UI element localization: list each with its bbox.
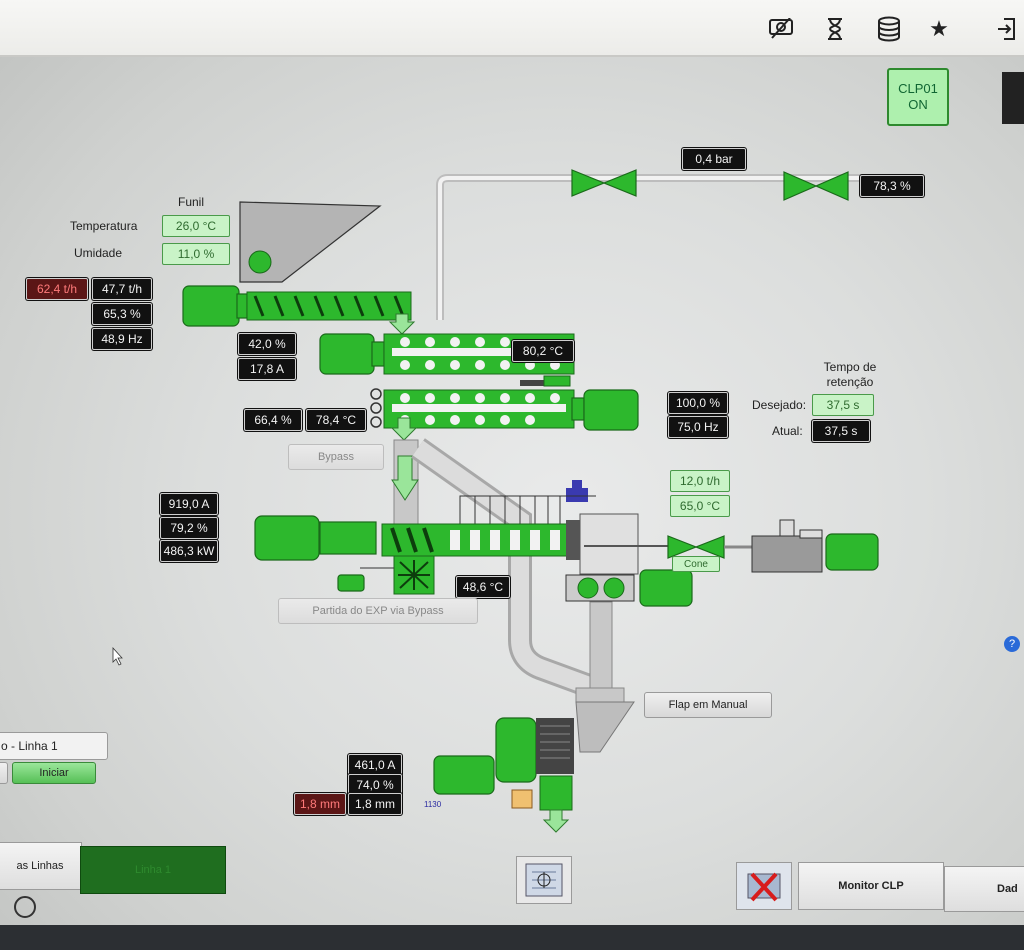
process-icon xyxy=(525,863,563,897)
grinder-screen-setpoint[interactable]: 1,8 mm xyxy=(294,793,346,815)
hum-label: Umidade xyxy=(74,246,123,260)
conditioner-pct-left: 66,4 % xyxy=(244,409,302,431)
extruder-start-bypass-button[interactable]: Partida do EXP via Bypass xyxy=(278,598,478,624)
bypass-button[interactable]: Bypass xyxy=(288,444,384,470)
hammer-mill[interactable] xyxy=(495,717,574,811)
steam-valve-opening: 78,3 % xyxy=(860,175,924,197)
conditioner-motor-upper[interactable] xyxy=(319,333,385,375)
cone-button[interactable]: Cone xyxy=(672,556,720,572)
tab-all-lines[interactable]: as Linhas xyxy=(0,842,82,890)
grinder-tag: 1130 xyxy=(424,800,442,809)
feeder-screw[interactable] xyxy=(246,291,412,321)
grinder-screen: 1,8 mm xyxy=(348,793,402,815)
feeder-motor[interactable] xyxy=(182,285,248,327)
extruder-power: 486,3 kW xyxy=(160,540,218,562)
conditioner-lower[interactable] xyxy=(383,389,575,429)
hopper[interactable] xyxy=(239,201,382,283)
side-panel xyxy=(1002,72,1024,124)
extruder-barrel[interactable] xyxy=(381,520,580,560)
retention-actual-label: Atual: xyxy=(772,424,803,438)
extruder-pct: 79,2 % xyxy=(160,517,218,539)
retention-desired-label: Desejado: xyxy=(752,398,807,412)
database-icon[interactable] xyxy=(872,14,906,44)
steam-valve-1[interactable] xyxy=(571,169,637,197)
feeder-pct2: 42,0 % xyxy=(238,333,296,355)
steam-pressure: 0,4 bar xyxy=(682,148,746,170)
chat-icon[interactable] xyxy=(14,896,36,918)
feeder-freq: 48,9 Hz xyxy=(92,328,152,350)
process-diagram xyxy=(112,169,900,833)
conditioner-temp-left: 78,4 °C xyxy=(306,409,366,431)
funil-title: Funil xyxy=(178,195,205,209)
cone-motor[interactable] xyxy=(825,533,879,571)
alarm-button[interactable] xyxy=(736,862,792,910)
conditioner-freq-right: 75,0 Hz xyxy=(668,416,728,438)
roller-mill[interactable] xyxy=(565,574,635,602)
line-stop-button[interactable] xyxy=(0,762,8,784)
temp-label: Temperatura xyxy=(70,219,138,233)
eye-off-icon[interactable] xyxy=(764,14,798,44)
tab-data[interactable]: Dad xyxy=(944,866,1024,912)
roller-motor[interactable] xyxy=(639,569,693,607)
retention-title: Tempo de retenção xyxy=(823,360,877,389)
extruder-current: 919,0 A xyxy=(160,493,218,515)
grinder-current: 461,0 A xyxy=(348,754,402,776)
hammer-mill-motor[interactable] xyxy=(433,755,495,795)
feeder-current: 17,8 A xyxy=(238,358,296,380)
hmi-screen: ★ CLP01 ON xyxy=(0,0,1024,925)
extruder-temp: 48,6 °C xyxy=(456,576,510,598)
feeder-setpoint[interactable]: 62,4 t/h xyxy=(26,278,88,300)
retention-actual: 37,5 s xyxy=(812,420,870,442)
extruder-motor[interactable] xyxy=(254,515,377,561)
funil-temperature[interactable]: 26,0 °C xyxy=(162,215,230,237)
cone-temp[interactable]: 65,0 °C xyxy=(670,495,730,517)
hourglass-icon[interactable] xyxy=(818,14,852,44)
steam-valve-2[interactable] xyxy=(783,171,849,201)
flap-manual-button[interactable]: Flap em Manual xyxy=(644,692,772,718)
monitor-bezel xyxy=(0,925,1024,950)
grinder-pct: 74,0 % xyxy=(348,774,402,796)
tab-monitor-clp[interactable]: Monitor CLP xyxy=(798,862,944,910)
process-overview-button[interactable] xyxy=(516,856,572,904)
cone-unit[interactable] xyxy=(751,519,823,573)
steam-injection-valve[interactable] xyxy=(548,480,596,502)
feeder-flow: 47,7 t/h xyxy=(92,278,152,300)
conditioner-temp: 80,2 °C xyxy=(512,340,574,362)
line-panel-title: o - Linha 1 xyxy=(0,732,108,760)
funil-humidity[interactable]: 11,0 % xyxy=(162,243,230,265)
conditioner-pct-right: 100,0 % xyxy=(668,392,728,414)
feeder-pct: 65,3 % xyxy=(92,303,152,325)
toolbar: ★ xyxy=(0,0,1024,57)
clp-state: ON xyxy=(908,97,928,112)
cone-valve[interactable] xyxy=(667,535,725,559)
tab-line-1[interactable]: Linha 1 xyxy=(80,846,226,894)
alarm-cross-icon xyxy=(747,872,781,902)
star-icon[interactable]: ★ xyxy=(929,16,949,41)
fan-motor[interactable] xyxy=(337,574,365,592)
line-start-button[interactable]: Iniciar xyxy=(12,762,96,784)
clp-name: CLP01 xyxy=(898,81,938,96)
retention-desired[interactable]: 37,5 s xyxy=(812,394,874,416)
conditioner-motor-lower[interactable] xyxy=(571,389,639,431)
clp-status[interactable]: CLP01 ON xyxy=(887,68,949,126)
help-icon[interactable]: ? xyxy=(1004,636,1020,652)
cone-flow[interactable]: 12,0 t/h xyxy=(670,470,730,492)
extruder-fan[interactable] xyxy=(393,555,435,595)
exit-icon[interactable] xyxy=(990,14,1024,44)
